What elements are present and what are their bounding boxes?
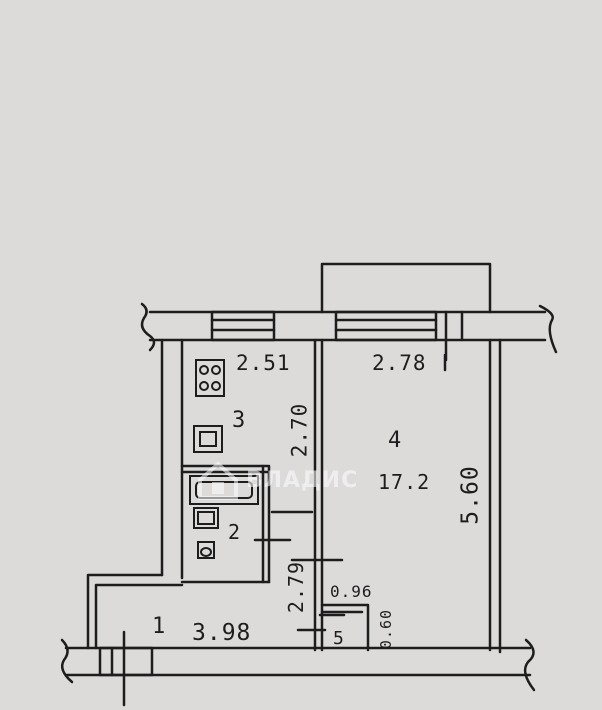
house-logo-icon	[198, 461, 238, 500]
dimension-room-area: 17.2	[378, 470, 431, 494]
dimension-closet-depth: 0.60	[377, 608, 396, 650]
break-left-bottom	[60, 638, 74, 684]
dimension-room-width: 2.78	[372, 351, 427, 375]
closet	[320, 603, 370, 652]
break-right-top	[538, 304, 558, 354]
bath-wall	[261, 464, 271, 584]
dimension-closet-width: 0.96	[330, 582, 373, 601]
watermark-text: ВЛАДИС	[246, 467, 359, 493]
dimension-kitchen-width: 2.51	[236, 351, 291, 375]
dimension-room-length: 5.60	[457, 465, 484, 525]
room-number-living: 4	[388, 428, 403, 453]
entrance-door	[98, 646, 154, 677]
dimension-kitchen-length: 2.70	[287, 402, 312, 458]
room-number-kitchen: 3	[232, 408, 247, 433]
room-number-bath: 2	[228, 520, 242, 544]
right-wall	[488, 338, 502, 654]
room-number-hall: 1	[152, 614, 167, 639]
balcony	[320, 262, 492, 314]
watermark: ВЛАДИС	[196, 458, 406, 502]
dimension-hall-width: 3.98	[192, 620, 252, 646]
break-left-top	[140, 302, 156, 352]
room-number-closet: 5	[333, 628, 345, 649]
left-wall	[160, 338, 184, 580]
stove-icon	[195, 359, 225, 397]
bottom-wall	[64, 646, 532, 677]
hall-wall	[86, 573, 184, 650]
toilet-icon	[197, 541, 215, 559]
window-kitchen	[210, 310, 276, 342]
sink-icon	[193, 425, 223, 453]
partition-kitchen-room	[313, 338, 324, 652]
window-room	[334, 310, 438, 342]
break-right-bottom	[523, 638, 536, 692]
dimension-corridor-length: 2.79	[284, 560, 309, 614]
washbasin-icon	[193, 507, 219, 529]
